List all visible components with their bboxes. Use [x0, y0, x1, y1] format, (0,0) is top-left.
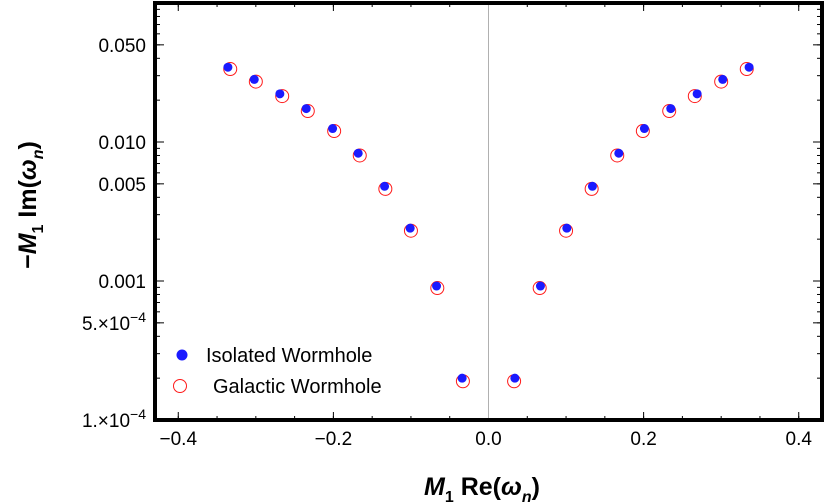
- point-galactic-wormhole: [248, 74, 263, 89]
- y-tick-label: 0.001: [98, 272, 146, 293]
- point-galactic-wormhole: [610, 148, 625, 163]
- point-isolated-wormhole: [510, 373, 520, 383]
- point-isolated-wormhole: [275, 89, 285, 99]
- point-isolated-wormhole: [562, 223, 572, 233]
- x-tick-label: −0.4: [160, 429, 198, 450]
- point-isolated-wormhole: [744, 62, 754, 72]
- point-isolated-wormhole: [380, 181, 390, 191]
- y-tick-label: 5.×10−4: [82, 309, 146, 335]
- point-isolated-wormhole: [328, 124, 338, 134]
- point-galactic-wormhole: [430, 281, 445, 296]
- point-isolated-wormhole: [639, 124, 649, 134]
- point-galactic-wormhole: [532, 281, 547, 296]
- legend: Isolated Wormhole Galactic Wormhole: [173, 345, 382, 398]
- point-isolated-wormhole: [249, 74, 259, 84]
- legend-marker-galactic: [173, 379, 187, 393]
- x-tick-label: 0.4: [786, 429, 813, 450]
- point-galactic-wormhole: [714, 74, 729, 89]
- point-galactic-wormhole: [687, 89, 702, 104]
- y-axis-title: −M1 Im(ωn): [14, 141, 47, 269]
- legend-label-galactic: Galactic Wormhole: [213, 376, 382, 398]
- point-isolated-wormhole: [353, 148, 363, 158]
- point-isolated-wormhole: [405, 223, 415, 233]
- point-galactic-wormhole: [275, 89, 290, 104]
- plot-frame: [153, 1, 824, 422]
- y-tick-label: 0.010: [98, 133, 146, 154]
- point-isolated-wormhole: [432, 281, 442, 291]
- point-isolated-wormhole: [223, 62, 233, 72]
- y-tick-label: 0.050: [98, 36, 146, 57]
- point-galactic-wormhole: [223, 62, 238, 77]
- point-isolated-wormhole: [301, 104, 311, 114]
- point-isolated-wormhole: [718, 74, 728, 84]
- point-isolated-wormhole: [614, 148, 624, 158]
- y-tick-label: 0.005: [98, 175, 146, 196]
- x-axis-title: M1 Re(ωn): [424, 473, 540, 503]
- point-isolated-wormhole: [666, 104, 676, 114]
- legend-marker-isolated: [176, 349, 188, 361]
- point-isolated-wormhole: [535, 281, 545, 291]
- x-tick-label: 0.2: [630, 429, 656, 450]
- x-tick-label: −0.2: [315, 429, 353, 450]
- point-galactic-wormhole: [739, 62, 754, 77]
- point-isolated-wormhole: [587, 181, 597, 191]
- y-tick-label: 1.×10−4: [82, 406, 146, 432]
- point-galactic-wormhole: [352, 148, 367, 163]
- x-tick-label: 0.0: [475, 429, 501, 450]
- tick-labels: −0.4 −0.2 0.0 0.2 0.4 0.050 0.010 0.005 0.001 5.×…: [82, 36, 812, 450]
- legend-label-isolated: Isolated Wormhole: [206, 345, 372, 367]
- data-points: [223, 62, 754, 389]
- point-isolated-wormhole: [692, 89, 702, 99]
- point-isolated-wormhole: [457, 373, 467, 383]
